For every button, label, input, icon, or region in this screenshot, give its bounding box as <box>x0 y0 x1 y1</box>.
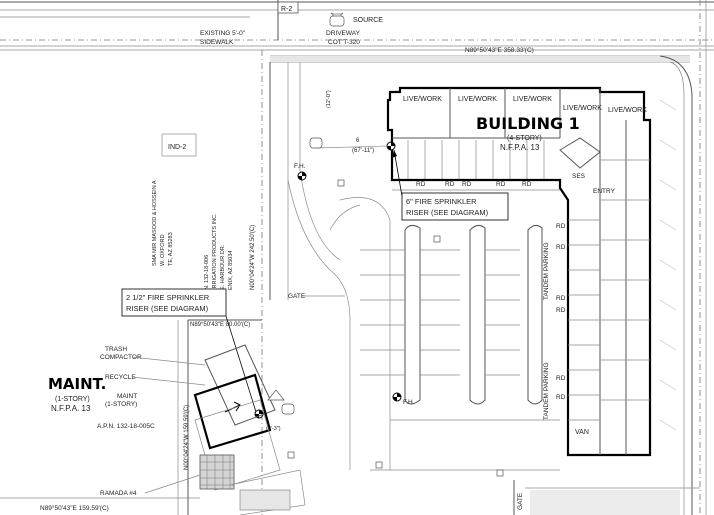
rd-label: RD <box>445 181 455 188</box>
bearing-vertical-label-2: N00°04'24"W 159.59'(C) <box>184 405 190 470</box>
live-work-label-5: LIVE/WORK <box>608 107 647 114</box>
recycle-label: RECYCLE <box>105 374 136 381</box>
source-label: SOURCE <box>353 17 383 24</box>
rd-label: RD <box>556 223 566 230</box>
building-1: LIVE/WORK LIVE/WORK LIVE/WORK LIVE/WORK … <box>386 86 652 457</box>
zoning-r2-label: R-2 <box>281 6 292 13</box>
apn-label: A.P.N. 132-18-005C <box>97 423 155 430</box>
building-1-story: (4-STORY) <box>507 135 542 142</box>
fdc-marker <box>329 15 345 27</box>
maint-title: MAINT. <box>48 375 106 393</box>
rd-label: RD <box>556 394 566 401</box>
existing-sidewalk-label-1: EXISTING 5'-0" <box>200 30 246 37</box>
driveway-label-2: COT T-320 <box>328 39 360 46</box>
tandem-parking-label-2: TANDEM PARKING <box>543 362 550 420</box>
gate-label-1: GATE <box>288 293 306 300</box>
compactor-label: COMPACTOR <box>100 354 142 361</box>
sprinkler-6-callout-line2: RISER (SEE DIAGRAM) <box>406 208 489 217</box>
live-work-label-2: LIVE/WORK <box>458 96 497 103</box>
sprinkler-25-callout-line1: 2 1/2" FIRE SPRINKLER <box>126 293 210 302</box>
misc-symbols <box>267 179 504 477</box>
rd-label: RD <box>556 244 566 251</box>
sprinkler-25-callout <box>121 288 227 317</box>
dim-8-label: (8'-3") <box>266 426 281 432</box>
ses-label: SES <box>572 173 586 180</box>
rd-label: RD <box>556 375 566 382</box>
dim-12-label: (12'-0") <box>326 90 332 108</box>
maint-story: (1-STORY) <box>55 396 90 403</box>
rd-label: RD <box>522 181 532 188</box>
fire-hydrant-label-top: F.H. <box>294 163 306 170</box>
tandem-parking-label-1: TANDEM PARKING <box>543 242 550 300</box>
entry-label: ENTRY <box>593 188 616 195</box>
fire-equipment: F.H. F.H. 6 (67'-11") (12'-0") 6" FIRE S… <box>121 15 509 432</box>
van-label: VAN <box>575 429 589 436</box>
sprinkler-6-callout-line1: 6" FIRE SPRINKLER <box>406 197 477 206</box>
dim-6-label: 6 <box>356 138 360 144</box>
gate-label-2: GATE <box>517 492 524 510</box>
ind2-zoning-label: IND-2 <box>168 144 186 151</box>
dim-67-label: (67'-11") <box>352 148 374 154</box>
owner-line-5: E. HARBOUR DR. <box>220 244 226 290</box>
bearing-vertical-label: N00°04'24"W 242.50'(C) <box>250 225 256 290</box>
trash-label: TRASH <box>105 346 127 353</box>
building-1-title: BUILDING 1 <box>476 114 580 133</box>
fdc-marker <box>309 137 323 149</box>
live-work-label-4: LIVE/WORK <box>563 105 602 112</box>
rd-label: RD <box>556 295 566 302</box>
existing-sidewalk-label-2: SIDEWALK <box>200 39 234 46</box>
rd-label: RD <box>496 181 506 188</box>
rd-label: RD <box>556 307 566 314</box>
ramada-label: RAMADA #4 <box>100 490 137 497</box>
fire-hydrant-label-mid: F.H. <box>403 399 415 406</box>
ramada-structure <box>199 454 235 490</box>
live-work-label-3: LIVE/WORK <box>513 96 552 103</box>
maint-nfpa: N.F.P.A. 13 <box>51 404 91 413</box>
live-work-label-1: LIVE/WORK <box>403 96 442 103</box>
maint-area: TRASH COMPACTOR RECYCLE MAINT (1-STORY) … <box>48 344 306 515</box>
owner-line-2: W. OXFORD <box>160 235 166 267</box>
owner-line-4: IRRIGATION PRODUCTS INC. <box>212 213 218 290</box>
fdc-marker <box>281 403 295 415</box>
owner-line-6: ENIX, AZ 85034 <box>228 251 234 290</box>
building-1-nfpa: N.F.P.A. 13 <box>500 143 540 152</box>
apn-label-2: N. 132-18-006 <box>204 255 210 290</box>
left-property-lines: IND-2 N00°04'24"W 242.50'(C) SMA MIR MAS… <box>0 50 289 515</box>
sprinkler-6-callout <box>401 192 509 221</box>
driveway-label-1: DRIVEWAY <box>326 30 361 37</box>
owner-line-3: TE, AZ 85283 <box>168 232 174 266</box>
sprinkler-25-callout-line2: RISER (SEE DIAGRAM) <box>126 304 209 313</box>
rd-label: RD <box>462 181 472 188</box>
north-property-bearing: N89°50'43"E 358.33'(C) <box>465 46 534 54</box>
maint-small-label: MAINT <box>117 393 137 400</box>
owner-line-1: SMA MIR MASOOD & HOSSEIN A <box>152 180 158 266</box>
bearing-mid-label: N89°50'43"E 80.00'(C) <box>190 322 250 328</box>
bottom-bearing-label: N89°50'43"E 159.59'(C) <box>40 504 109 512</box>
maint-small-story-label: (1-STORY) <box>105 401 137 408</box>
rd-label: RD <box>416 181 426 188</box>
